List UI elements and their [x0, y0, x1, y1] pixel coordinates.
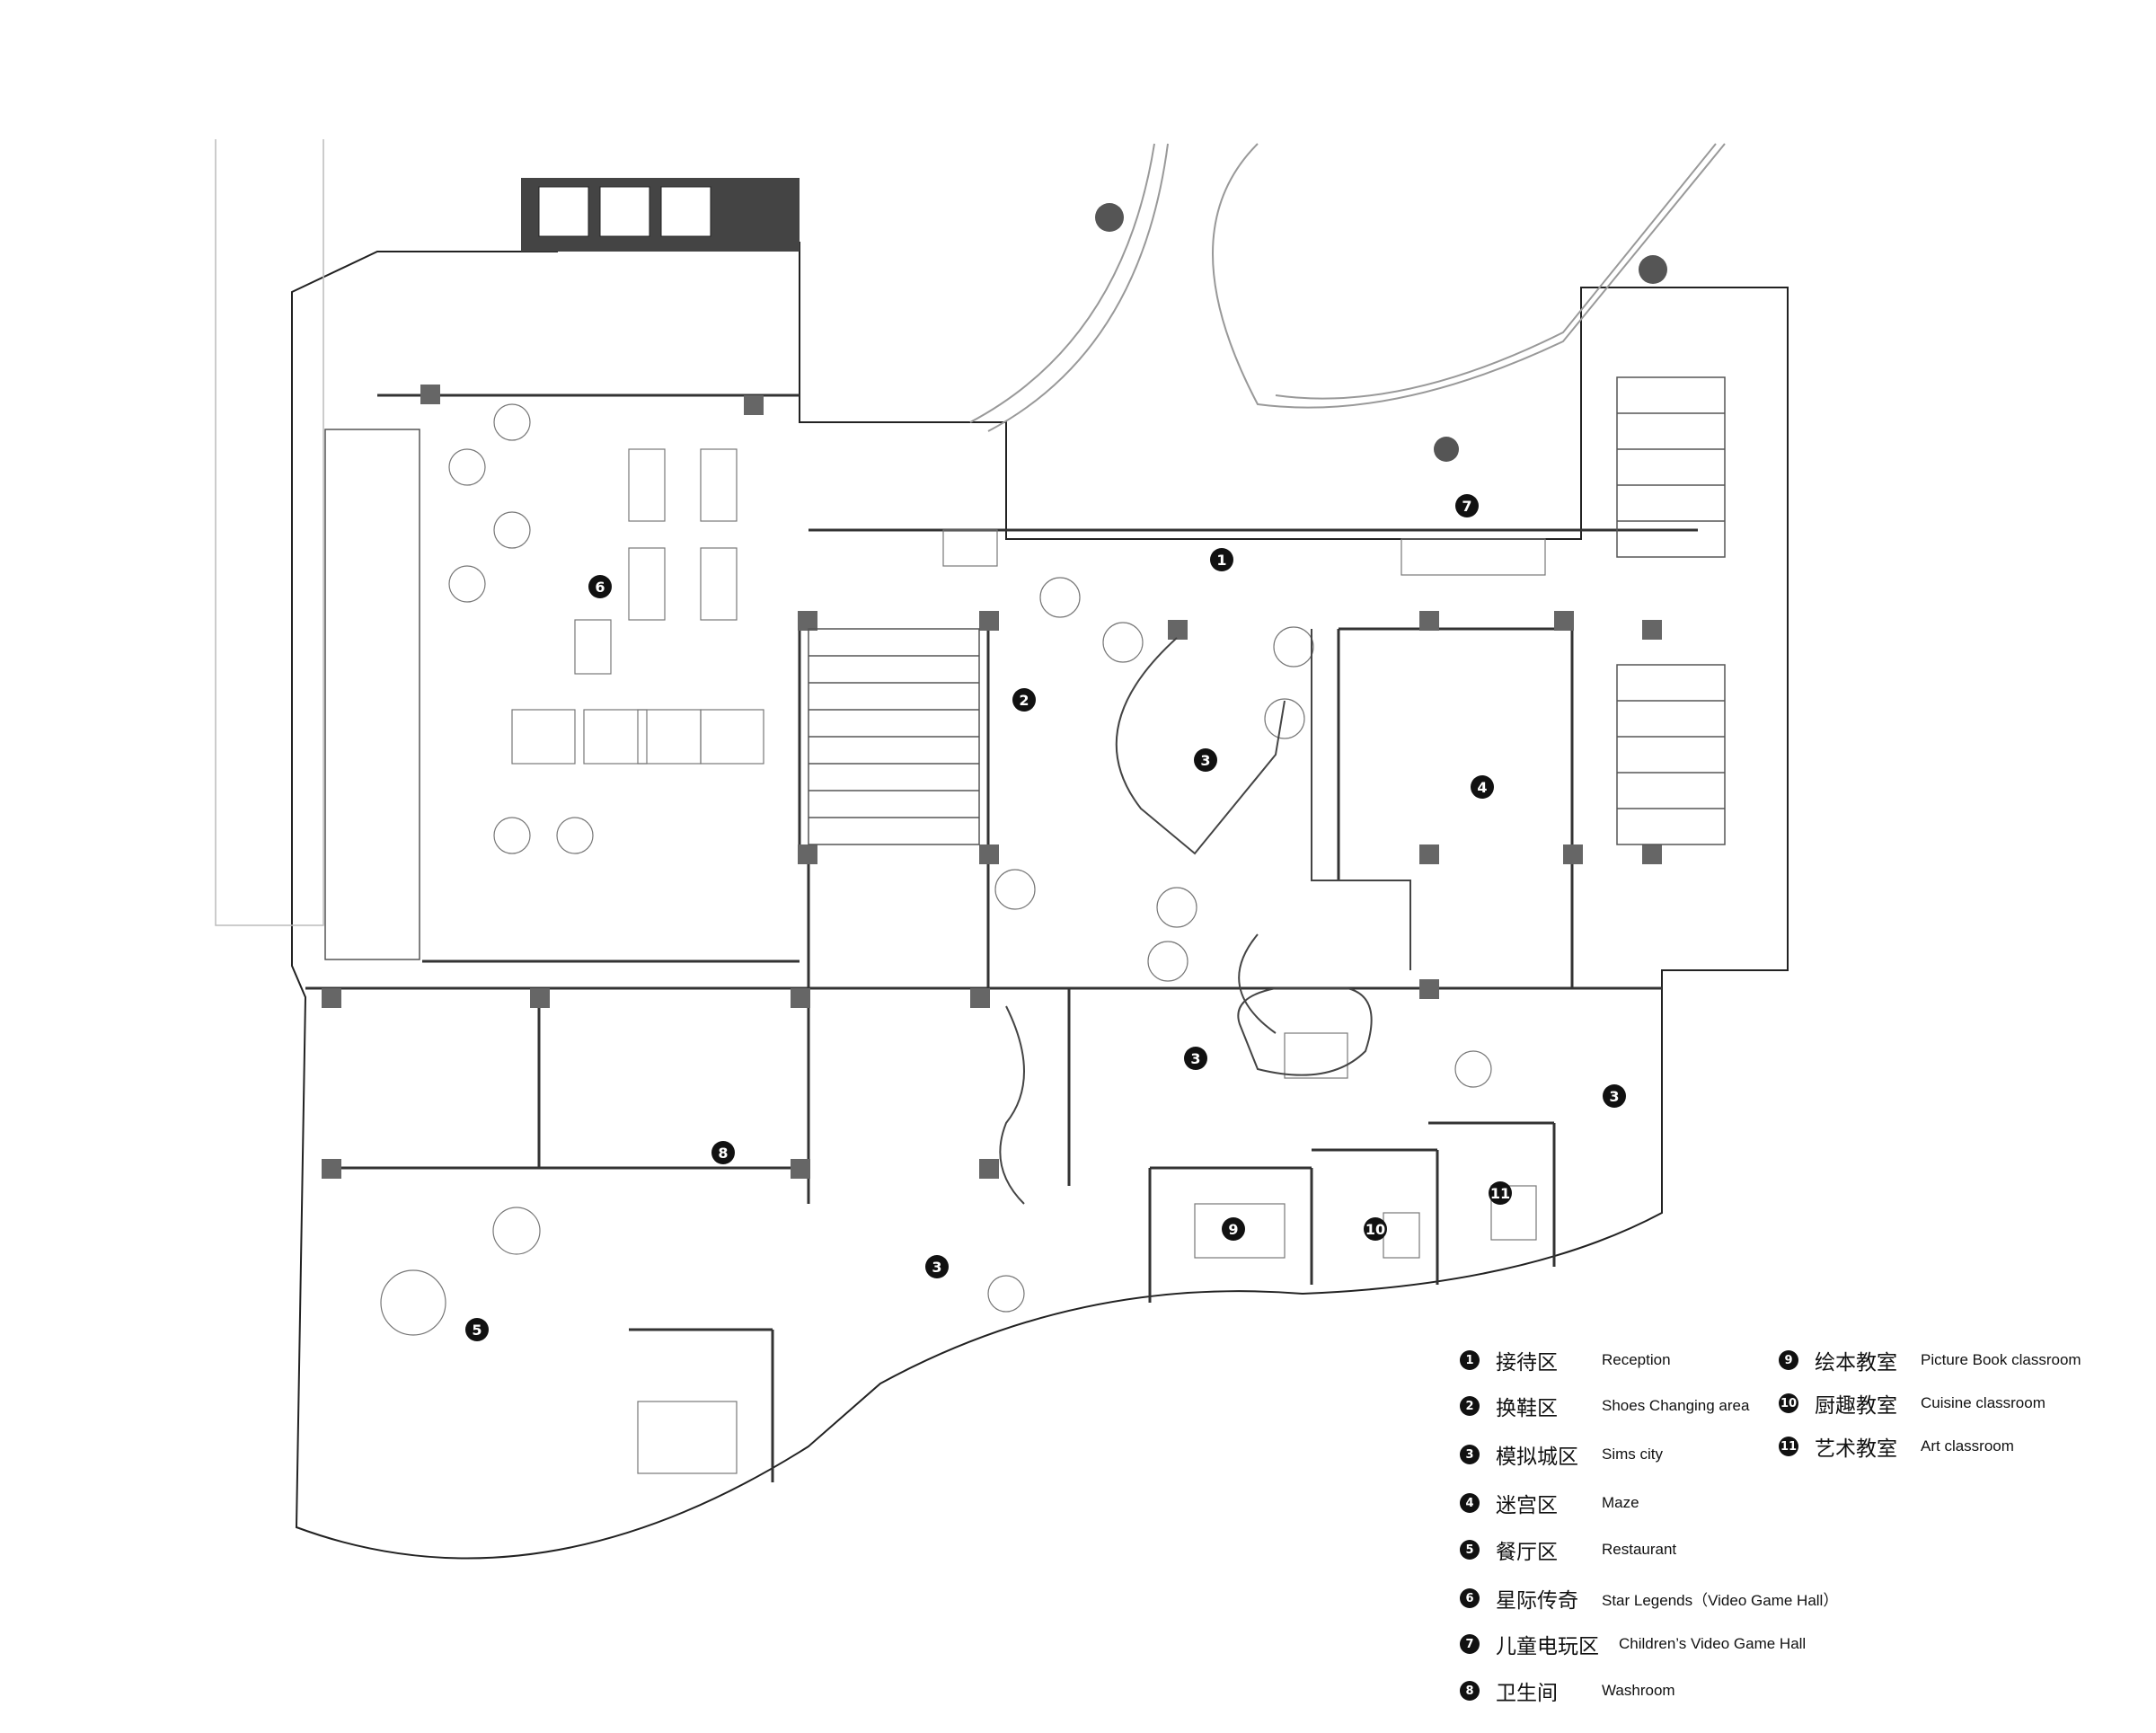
legend-label-en: Washroom	[1602, 1682, 1675, 1699]
legend-label-zh: 迷宫区	[1496, 1494, 1558, 1517]
legend-label-en: Star Legends（Video Game Hall）	[1602, 1591, 1839, 1609]
legend-label-zh: 餐厅区	[1496, 1541, 1558, 1564]
legend-item-picture-book: 9 绘本教室 Picture Book classroom	[1779, 1345, 2081, 1375]
legend-number: 8	[1460, 1681, 1480, 1701]
legend-item-childrens-game-hall: 7 儿童电玩区 Children’s Video Game Hall	[1460, 1629, 1806, 1659]
room-marker-maze: 4	[1471, 775, 1494, 799]
room-marker-shoes-changing: 2	[1012, 688, 1036, 712]
legend-number: 2	[1460, 1396, 1480, 1416]
pathway	[999, 1005, 1025, 1205]
legend-number: 6	[1460, 1588, 1480, 1608]
legend-label-zh: 厨趣教室	[1815, 1394, 1897, 1418]
legend-label-en: Sims city	[1602, 1446, 1663, 1463]
legend-label-zh: 卫生间	[1496, 1682, 1558, 1705]
legend-number: 5	[1460, 1540, 1480, 1560]
parking-strip	[215, 139, 324, 926]
legend-number: 4	[1460, 1493, 1480, 1513]
legend-item-sims-city: 3 模拟城区 Sims city	[1460, 1439, 1663, 1470]
legend-label-en: Restaurant	[1602, 1541, 1677, 1558]
sims-city-curve	[1115, 637, 1286, 855]
legend-item-cuisine: 10 厨趣教室 Cuisine classroom	[1779, 1388, 2046, 1419]
maze-wall	[1311, 629, 1411, 970]
access-road	[969, 143, 1169, 432]
room-marker-cuisine: 10	[1364, 1217, 1387, 1241]
legend-item-washroom: 8 卫生间 Washroom	[1460, 1676, 1675, 1706]
room-marker-restaurant: 5	[465, 1318, 489, 1341]
legend-label-en: Shoes Changing area	[1602, 1397, 1750, 1414]
legend-number: 3	[1460, 1445, 1480, 1464]
legend-label-en: Art classroom	[1921, 1437, 2014, 1454]
legend-label-en: Picture Book classroom	[1921, 1351, 2081, 1368]
legend-label-zh: 儿童电玩区	[1496, 1635, 1599, 1658]
oval-track	[1237, 987, 1373, 1076]
legend-number: 10	[1779, 1393, 1798, 1413]
legend-label-en: Children’s Video Game Hall	[1619, 1635, 1807, 1652]
legend-label-zh: 换鞋区	[1496, 1397, 1558, 1420]
legend-number: 7	[1460, 1634, 1480, 1654]
stair-block-lower	[1616, 664, 1726, 845]
legend-label-en: Maze	[1602, 1494, 1639, 1511]
room-marker-sims-city: 3	[1194, 748, 1217, 772]
room-marker-star-legends: 6	[588, 575, 612, 598]
room-marker-sims-city: 3	[925, 1255, 949, 1278]
legend-label-zh: 模拟城区	[1496, 1446, 1578, 1469]
legend-number: 9	[1779, 1350, 1798, 1370]
legend-item-maze: 4 迷宫区 Maze	[1460, 1488, 1639, 1518]
legend-item-restaurant: 5 餐厅区 Restaurant	[1460, 1534, 1676, 1565]
legend-number: 11	[1779, 1437, 1798, 1456]
left-ramp	[324, 429, 420, 960]
room-marker-washroom: 8	[711, 1141, 735, 1164]
room-marker-picture-book: 9	[1222, 1217, 1245, 1241]
legend-label-zh: 绘本教室	[1815, 1351, 1897, 1375]
room-marker-sims-city: 3	[1184, 1047, 1207, 1070]
legend-item-reception: 1 接待区 Reception	[1460, 1345, 1671, 1375]
legend-item-art: 11 艺术教室 Art classroom	[1779, 1431, 2014, 1462]
legend-number: 1	[1460, 1350, 1480, 1370]
room-marker-art: 11	[1489, 1181, 1512, 1205]
legend-label-zh: 星际传奇	[1496, 1589, 1578, 1613]
room-marker-sims-city: 3	[1603, 1084, 1626, 1108]
legend-item-shoes-changing: 2 换鞋区 Shoes Changing area	[1460, 1391, 1749, 1421]
building-outline	[291, 242, 1789, 1560]
road-curve-2	[1275, 143, 1717, 400]
road-curve	[1212, 143, 1726, 409]
legend-label-en: Reception	[1602, 1351, 1671, 1368]
curved-slide	[1238, 933, 1277, 1034]
legend-label-zh: 接待区	[1496, 1351, 1558, 1375]
legend-label-zh: 艺术教室	[1815, 1437, 1897, 1461]
stair-block-right	[1616, 376, 1726, 558]
room-marker-reception: 1	[1210, 548, 1233, 571]
legend-label-en: Cuisine classroom	[1921, 1394, 2046, 1411]
legend-item-star-legends: 6 星际传奇 Star Legends（Video Game Hall）	[1460, 1583, 1838, 1614]
room-marker-childrens-game-hall: 7	[1455, 494, 1479, 517]
